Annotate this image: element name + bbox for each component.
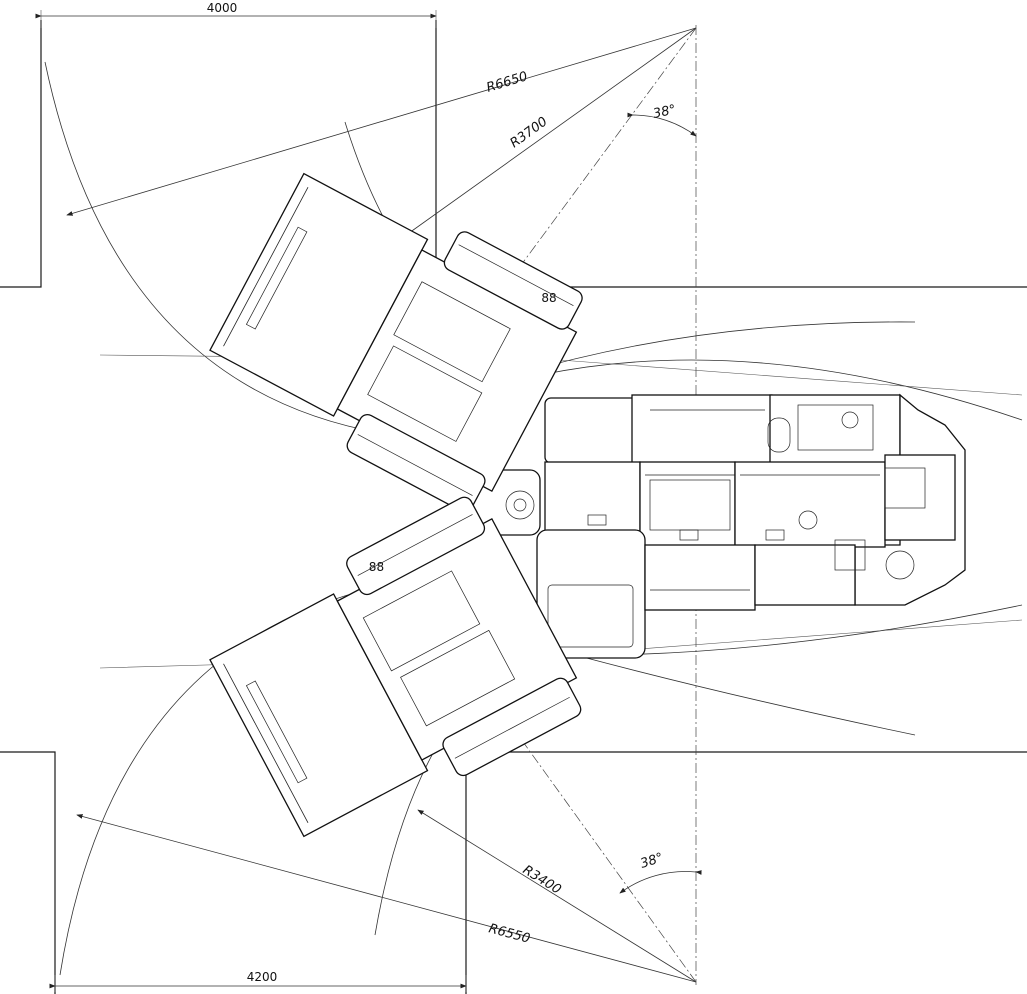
rear-mid-box-1 [544,461,641,538]
upper-left-wall [0,20,42,288]
outer-radius-line-top [66,27,697,216]
lower-front-frame: 88 [209,496,582,838]
outer-radius-bottom-label: R6550 [487,921,532,946]
upper-tyre-rear [346,414,486,513]
rear-frame [536,393,966,659]
upper-tyre-front [443,231,583,330]
angle-top-label: 38° [652,102,678,121]
front-envelope-top [514,321,916,376]
outer-sweep-top [44,61,441,441]
bottom-width-label: 4200 [247,970,278,984]
lower-tyre-front [346,496,486,596]
upper-wheel-mark: 88 [541,291,556,305]
outer-envelope-top [539,359,1023,421]
top-angle-arc [627,112,697,137]
dimension-bottom-width: 4200 [49,970,467,992]
inner-radius-top-label: R3700 [508,114,551,151]
rear-mid-box-3 [734,461,886,548]
outer-radius-top-label: R6650 [485,69,530,96]
rear-mid-box-4 [884,454,956,541]
inner-radius-line-bottom [417,809,697,983]
lower-tyre-rear [442,677,582,777]
lower-left-wall [0,751,56,994]
rear-top-mid-box [631,394,773,464]
bottom-angle-arc [619,870,702,894]
lower-wheel-mark: 88 [369,560,384,574]
rear-top-left-box [544,397,641,464]
top-width-label: 4000 [207,1,238,15]
dimension-top-width: 4000 [35,1,437,28]
rear-lower-mid-box [644,544,756,611]
rear-lower-right-box [754,544,856,606]
inner-radius-bottom-label: R3400 [520,863,564,898]
upper-front-frame: 88 [209,172,583,513]
angle-bottom-label: 38° [639,850,666,871]
rear-mid-box-2 [639,461,736,548]
upper-right-wall [435,20,1027,288]
outer-radius-line-bottom [76,814,697,983]
top-angle-ray [391,27,697,441]
lower-right-wall [465,751,1027,994]
inner-radius-line-top [401,27,697,239]
